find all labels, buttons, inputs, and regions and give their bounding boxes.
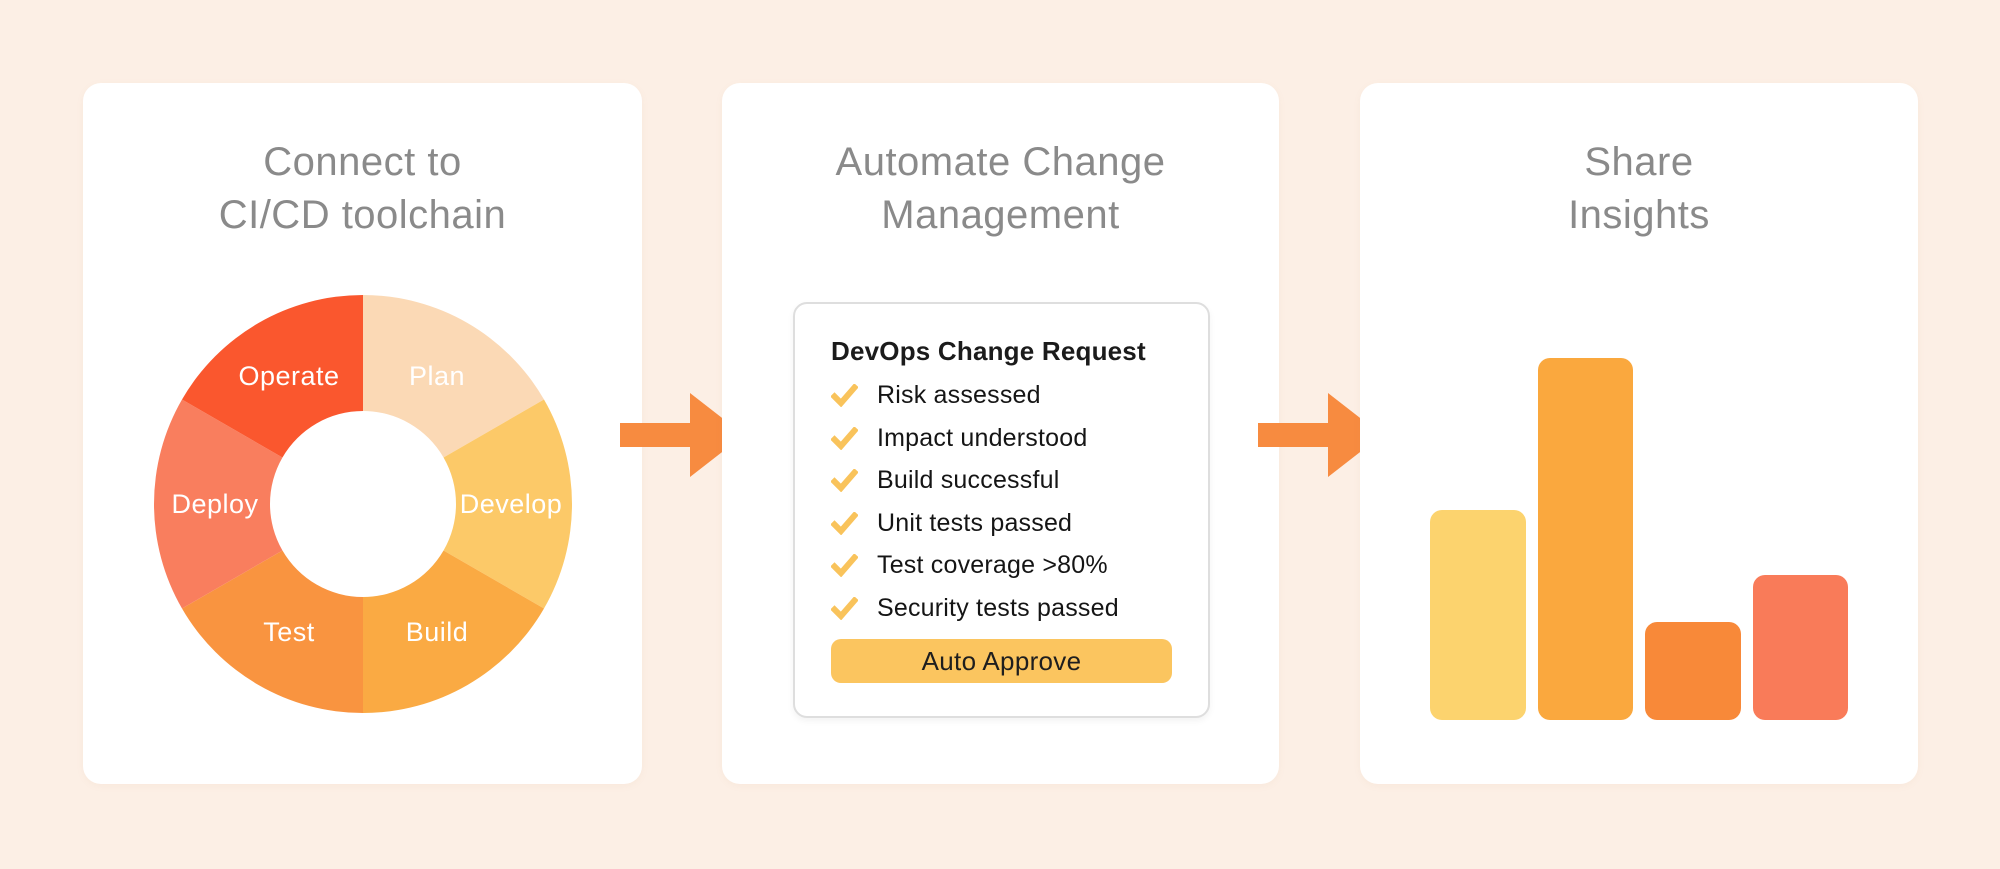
change-request-panel: DevOps Change Request Risk assessed Impa… (793, 302, 1210, 718)
card-title-share-insights: Share Insights (1568, 140, 1710, 237)
donut-label-deploy: Deploy (171, 489, 258, 519)
donut-label-plan: Plan (409, 361, 465, 391)
donut-segment-test (182, 550, 363, 713)
donut-segment-deploy (153, 399, 283, 609)
checklist-item: Build successful (831, 466, 1172, 495)
change-request-title: DevOps Change Request (831, 336, 1146, 366)
checklist-item: Impact understood (831, 424, 1172, 453)
change-request-checklist: Risk assessed Impact understood Build su… (831, 381, 1172, 623)
bar-2 (1537, 358, 1633, 720)
check-icon (831, 469, 858, 492)
card-share-insights: Share Insights (1360, 83, 1918, 784)
card-title-connect-toolchain: Connect to CI/CD toolchain (218, 140, 507, 237)
checklist-item-label: Risk assessed (877, 381, 1041, 409)
donut-label-operate: Operate (238, 361, 339, 391)
donut-label-test: Test (263, 617, 315, 647)
card-automate-change-management: Automate Change Management DevOps Change… (722, 83, 1279, 784)
check-icon (831, 384, 858, 407)
checklist-item: Test coverage >80% (831, 551, 1172, 580)
donut-segment-build (363, 550, 544, 713)
checklist-item: Risk assessed (831, 381, 1172, 410)
bar-1 (1430, 510, 1526, 720)
checklist-item: Unit tests passed (831, 509, 1172, 538)
donut-label-build: Build (406, 617, 469, 647)
right-arrow-icon (1258, 393, 1382, 477)
checklist-item-label: Build successful (877, 466, 1060, 494)
right-arrow-icon (620, 393, 744, 477)
bar-3 (1645, 622, 1741, 720)
donut-segment-plan (363, 295, 544, 458)
checklist-item-label: Test coverage >80% (877, 551, 1108, 579)
insights-bar-chart (1430, 358, 1848, 720)
donut-segment-operate (182, 295, 363, 458)
checklist-item-label: Security tests passed (877, 593, 1119, 622)
checklist-item-label: Impact understood (877, 423, 1088, 452)
check-icon (831, 554, 858, 577)
card-title-automate-change: Automate Change Management (835, 140, 1166, 237)
checklist-item: Security tests passed (831, 594, 1172, 623)
check-icon (831, 426, 858, 450)
auto-approve-button[interactable]: Auto Approve (831, 639, 1172, 683)
check-icon (831, 511, 858, 535)
donut-label-develop: Develop (460, 489, 563, 519)
checklist-item-label: Unit tests passed (877, 508, 1073, 537)
check-icon (831, 596, 858, 620)
bar-4 (1752, 575, 1848, 720)
donut-segment-develop (443, 399, 573, 609)
